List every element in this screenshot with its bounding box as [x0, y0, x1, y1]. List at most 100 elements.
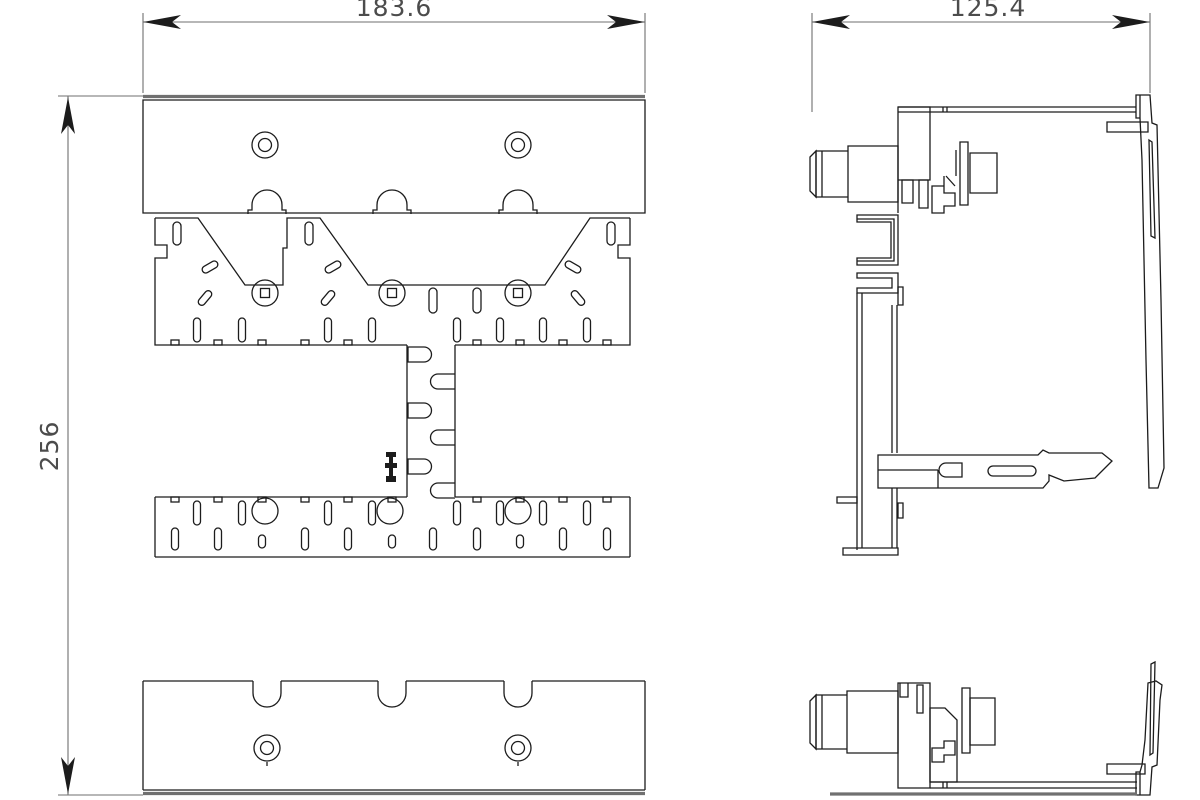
side-view — [809, 94, 1165, 796]
square-hole — [512, 287, 524, 299]
slot-hole — [452, 500, 462, 526]
edge-notch — [300, 496, 310, 503]
edge-notch — [472, 496, 482, 503]
angled-slot-hole — [320, 290, 336, 306]
channel-foot — [842, 547, 899, 556]
round-hole — [504, 497, 532, 525]
flange — [955, 141, 969, 206]
bullet-slot — [429, 373, 455, 390]
angled-slot-hole — [564, 260, 582, 274]
pilot-hole — [378, 279, 406, 307]
upper-band-outline — [154, 217, 631, 346]
lower-band-outline — [154, 496, 631, 558]
side-bottom-connector — [809, 660, 1163, 796]
round-hole — [376, 497, 404, 525]
clip-bracket — [931, 740, 956, 763]
slot-hole — [323, 500, 333, 526]
fastener-symbol — [385, 452, 397, 482]
hook-upper — [856, 214, 899, 266]
center-column — [385, 345, 456, 499]
left-ledge — [836, 496, 858, 504]
dimension-width: 183.6 — [142, 0, 646, 93]
dim-arrow-icon — [143, 15, 181, 29]
extension-line — [811, 13, 1151, 112]
connector-barrel — [815, 145, 899, 203]
mount-plate — [897, 682, 931, 789]
slot-hole — [213, 527, 223, 551]
channel-walls — [856, 293, 898, 550]
slot-hole — [428, 287, 438, 314]
bottom-plate-washer-holes — [253, 734, 532, 766]
dimension-height: 256 — [35, 95, 143, 796]
lower-band-holes — [170, 496, 612, 551]
keyhole-notches — [252, 681, 533, 708]
wall-ledge — [1106, 121, 1149, 133]
pin-block — [969, 152, 998, 194]
upper-band-holes — [170, 221, 616, 346]
bottom-plate-outline — [142, 680, 646, 791]
dim-height-value: 256 — [35, 421, 64, 472]
hook-lower — [856, 272, 899, 294]
extension-line — [142, 13, 646, 93]
top-plate — [142, 94, 646, 214]
bullet-slot — [429, 429, 455, 446]
slot-hole — [452, 317, 462, 343]
dim-arrow-icon — [812, 15, 850, 29]
angled-slot-hole — [201, 260, 219, 274]
pilot-hole — [504, 279, 532, 307]
bullet-slot — [407, 402, 433, 419]
slot-hole — [538, 500, 548, 526]
dim-arrow-icon — [61, 757, 75, 794]
edge-notch — [343, 339, 353, 346]
side-top-connector — [809, 94, 1165, 489]
slot-hole — [304, 221, 314, 246]
slot-hole — [343, 527, 353, 551]
keyhole-notch — [503, 681, 533, 708]
side-tab — [897, 286, 904, 519]
dome-cutout — [247, 189, 287, 214]
keyhole-notch — [377, 681, 407, 708]
column-bullet-slots — [407, 346, 455, 499]
slot-hole — [387, 534, 397, 549]
edge-notch — [602, 496, 612, 503]
slot-hole — [472, 287, 482, 314]
edge-notch — [558, 339, 568, 346]
dimension-depth: 125.4 — [811, 0, 1151, 112]
upper-perforated-band — [154, 217, 631, 346]
angled-slot-hole — [324, 260, 342, 274]
slot-hole — [367, 500, 377, 526]
edge-notch — [213, 496, 223, 503]
pin-block — [969, 697, 996, 746]
edge-notch — [257, 339, 267, 346]
bullet-slot — [407, 458, 433, 475]
washer-hole-inner — [257, 137, 273, 153]
extension-line — [58, 95, 143, 796]
square-hole — [386, 287, 398, 299]
dome-cutouts — [247, 189, 538, 214]
slot-hole — [495, 500, 505, 526]
round-hole — [251, 497, 279, 525]
slot-hole — [582, 317, 592, 343]
dome-cutout — [372, 189, 412, 214]
washer-hole-outer — [253, 734, 281, 762]
angled-slot-hole — [197, 290, 213, 306]
slot-hole — [300, 527, 310, 551]
edge-notch — [170, 496, 180, 503]
lower-perforated-band — [154, 496, 631, 558]
dim-depth-value: 125.4 — [950, 0, 1027, 22]
dome-cutout — [498, 189, 538, 214]
washer-hole-outer — [504, 131, 532, 159]
slot-hole — [192, 317, 202, 343]
square-hole — [259, 287, 271, 299]
dim-arrow-icon — [607, 15, 645, 29]
washer-hole-inner — [510, 740, 526, 756]
edge-notch — [602, 339, 612, 346]
angled-slot-hole — [570, 290, 586, 306]
slot-hole — [582, 500, 592, 526]
edge-notch — [300, 339, 310, 346]
top-plate-outline — [142, 99, 646, 214]
latch-arm-outline — [877, 449, 1113, 489]
right-wall — [1135, 94, 1165, 489]
